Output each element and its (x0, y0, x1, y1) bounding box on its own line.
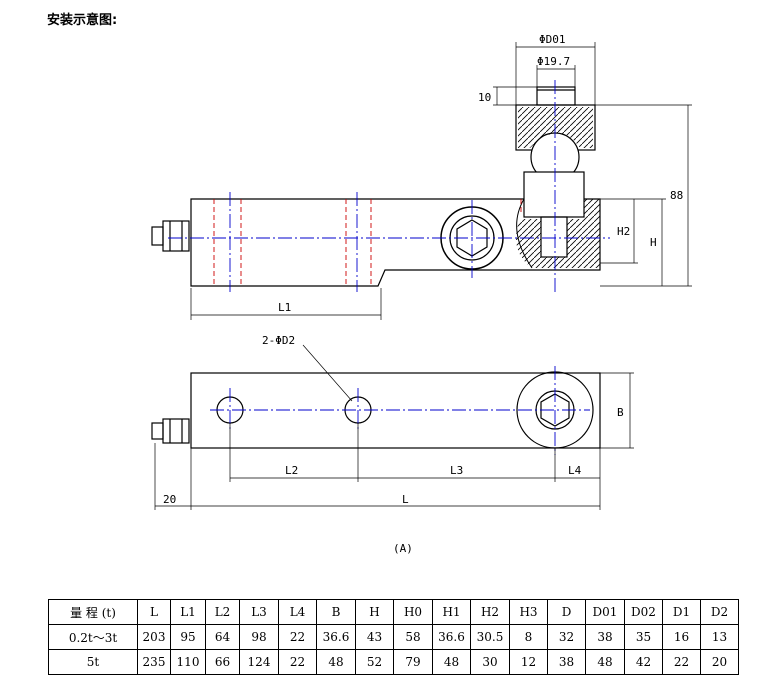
table-cell: 8 (509, 624, 548, 650)
header-cell: D (547, 599, 586, 625)
table-cell: 36.6 (432, 624, 471, 650)
table-cell: 110 (170, 649, 206, 675)
dim-l2: L2 (285, 464, 298, 477)
page-title: 安装示意图: (47, 13, 118, 28)
table-cell: 64 (205, 624, 240, 650)
dim-20: 20 (163, 493, 176, 506)
dim-l3: L3 (450, 464, 463, 477)
table-row: 0.2t～3t 203 95 64 98 22 36.6 43 58 36.6 … (48, 624, 739, 650)
table-cell: 5t (48, 649, 138, 675)
table-cell: 32 (547, 624, 586, 650)
table-cell: 43 (355, 624, 394, 650)
dim-10: 10 (478, 91, 491, 104)
header-cell: D01 (585, 599, 625, 625)
hidden-lines (213, 199, 522, 286)
plan-connector-body (162, 418, 190, 444)
table-cell: 22 (278, 649, 317, 675)
installation-diagram: ΦD01 Φ19.7 10 88 H2 H L1 (151, 33, 692, 555)
dim-h: H (650, 236, 657, 249)
dim-2-phi-d2: 2-ΦD2 (262, 334, 295, 347)
dim-h2: H2 (617, 225, 630, 238)
header-cell: H1 (432, 599, 471, 625)
connector-nut (151, 226, 164, 246)
plan-beam-outline (190, 372, 601, 449)
connector-body (162, 220, 190, 252)
dim-88: 88 (670, 189, 683, 202)
header-cell: D1 (662, 599, 701, 625)
header-cell: H2 (470, 599, 510, 625)
load-block (523, 171, 585, 218)
header-cell: L4 (278, 599, 317, 625)
table-cell: 22 (662, 649, 701, 675)
table-cell: 48 (316, 649, 356, 675)
table-cell: 38 (547, 649, 586, 675)
dim-phi-19-7: Φ19.7 (537, 55, 570, 68)
table-cell: 48 (585, 649, 625, 675)
dim-phi-d01: ΦD01 (539, 33, 566, 46)
table-cell: 95 (170, 624, 206, 650)
center-lines (168, 80, 610, 292)
table-cell: 48 (432, 649, 471, 675)
header-cell: H (355, 599, 394, 625)
header-cell: D02 (624, 599, 663, 625)
table-cell: 52 (355, 649, 394, 675)
socket-hatch (516, 219, 600, 268)
spec-table: 量 程 (t) L L1 L2 L3 L4 B H H0 H1 H2 H3 D … (48, 599, 739, 675)
table-cell: 98 (239, 624, 279, 650)
plan-load-hex (540, 393, 570, 427)
table-cell: 13 (700, 624, 739, 650)
table-cell: 124 (239, 649, 279, 675)
dim-l1: L1 (278, 301, 291, 314)
table-cell: 235 (137, 649, 171, 675)
figure-caption: (A) (393, 542, 413, 555)
table-cell: 36.6 (316, 624, 356, 650)
header-cell: L1 (170, 599, 206, 625)
table-cell: 12 (509, 649, 548, 675)
table-row: 5t 235 110 66 124 22 48 52 79 48 30 12 3… (48, 649, 739, 675)
table-header-row: 量 程 (t) L L1 L2 L3 L4 B H H0 H1 H2 H3 D … (48, 599, 739, 625)
dim-l: L (402, 493, 409, 506)
load-stud (540, 216, 568, 258)
table-cell: 66 (205, 649, 240, 675)
header-cell: H3 (509, 599, 548, 625)
table-cell: 30.5 (470, 624, 510, 650)
table-cell: 30 (470, 649, 510, 675)
table-cell: 35 (624, 624, 663, 650)
header-range: 量 程 (t) (48, 599, 138, 625)
header-cell: L (137, 599, 171, 625)
load-button (536, 86, 576, 106)
header-cell: L3 (239, 599, 279, 625)
table-cell: 22 (278, 624, 317, 650)
table-cell: 16 (662, 624, 701, 650)
header-cell: B (316, 599, 356, 625)
cap-hatch (518, 107, 593, 148)
header-cell: L2 (205, 599, 240, 625)
dim-b: B (617, 406, 624, 419)
dimension-lines (190, 42, 692, 320)
table-cell: 42 (624, 649, 663, 675)
plan-connector-nut (151, 422, 164, 440)
table-cell: 203 (137, 624, 171, 650)
header-cell: H0 (393, 599, 433, 625)
table-cell: 20 (700, 649, 739, 675)
table-cell: 0.2t～3t (48, 624, 138, 650)
table-cell: 58 (393, 624, 433, 650)
dim-l4: L4 (568, 464, 582, 477)
table-cell: 79 (393, 649, 433, 675)
header-cell: D2 (700, 599, 739, 625)
table-cell: 38 (585, 624, 625, 650)
